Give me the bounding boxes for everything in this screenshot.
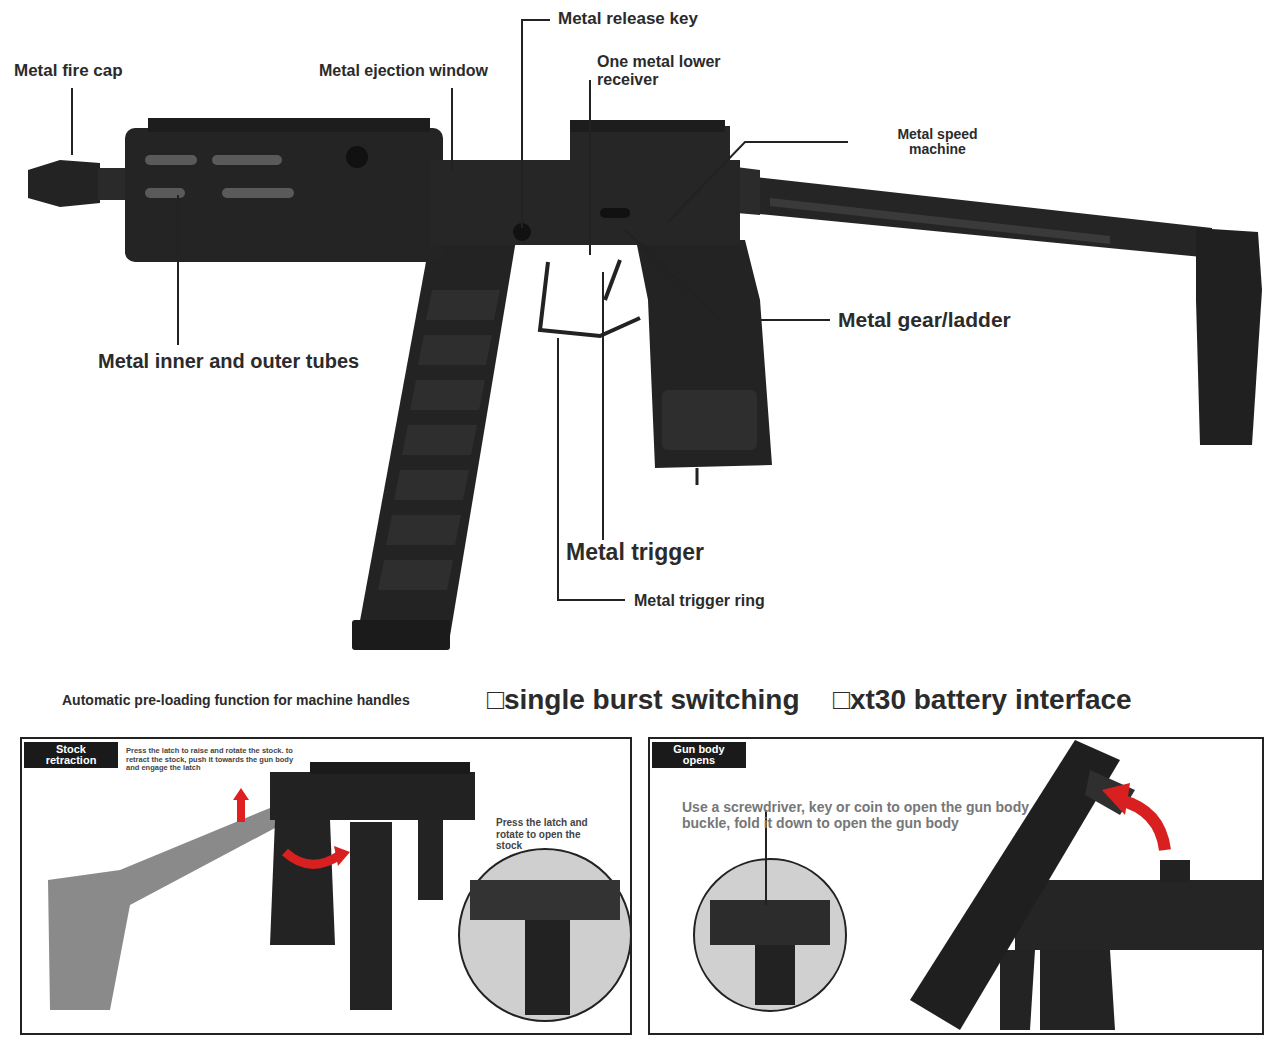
pistol-grip-part <box>696 468 699 485</box>
tab-heading: Gun body opens <box>659 744 739 766</box>
feature-heading: □xt30 battery interface <box>833 685 1132 716</box>
receiver-part <box>570 126 730 176</box>
folding-stock-part <box>738 175 1212 258</box>
magazine-part <box>355 240 516 648</box>
part-label: Metal gear/ladder <box>838 308 1011 331</box>
part-label: Metal fire cap <box>14 62 123 81</box>
handguard-part <box>28 160 100 207</box>
magazine-part <box>386 515 461 545</box>
part-label: Metal speed machine <box>880 127 995 158</box>
instruction-note: Use a screwdriver, key or coin to open t… <box>682 799 1042 831</box>
gun-body-opens-illustration-part <box>1160 860 1190 882</box>
leader-line-part <box>522 20 550 228</box>
panel-tab: Gun body opens <box>652 742 746 768</box>
magazine-part <box>410 380 485 410</box>
magazine-part <box>394 470 469 500</box>
leader-line-part <box>602 272 604 540</box>
leader-line-part <box>625 230 830 320</box>
folding-stock-part <box>770 198 1110 244</box>
receiver <box>430 120 740 245</box>
gun-body-opens-illustration-part <box>1000 950 1035 1030</box>
handguard-part <box>212 155 282 165</box>
stock-retraction-illustration <box>48 762 631 1021</box>
leader-line-part <box>668 142 848 222</box>
feature-note: Automatic pre-loading function for machi… <box>62 693 410 708</box>
gun-body-opens-illustration-part <box>1120 800 1165 850</box>
stock-retraction-illustration-part <box>459 849 631 1021</box>
stock-retraction-illustration-part <box>48 808 290 1010</box>
handguard-part <box>222 188 294 198</box>
handguard <box>28 118 443 262</box>
part-label: One metal lower receiver <box>597 53 747 88</box>
trigger-guard-part <box>540 262 640 336</box>
stock-retraction-illustration-part <box>350 822 392 1010</box>
leader-line-part <box>589 80 591 255</box>
trigger-guard-part <box>605 260 620 300</box>
feature-heading: □single burst switching <box>487 685 800 716</box>
handguard-part <box>346 146 368 168</box>
stock-retraction-illustration-part <box>310 762 470 774</box>
folding-stock <box>720 165 1262 445</box>
trigger-guard <box>540 260 640 336</box>
instruction-panel: Use a screwdriver, key or coin to open t… <box>648 737 1264 1035</box>
part-label: Metal release key <box>558 10 698 29</box>
stock-retraction-illustration-part <box>270 772 475 820</box>
magazine-part <box>378 560 453 590</box>
handguard-part <box>148 118 430 132</box>
gun-body-opens-illustration-part <box>755 945 795 1005</box>
stock-retraction-illustration-part <box>270 820 335 945</box>
handguard-part <box>145 155 197 165</box>
gun-body-opens-illustration-part <box>1040 950 1115 1030</box>
stock-retraction-illustration-part <box>525 920 570 1015</box>
folding-stock-part <box>1196 228 1262 445</box>
stock-retraction-illustration-part <box>285 852 340 864</box>
pistol-grip-part <box>636 240 772 468</box>
handguard-part <box>125 128 443 262</box>
gun-body-opens-illustration-part <box>710 900 830 945</box>
part-label: Metal inner and outer tubes <box>98 350 359 372</box>
gun-body-opens-illustration-part <box>1102 783 1130 815</box>
magazine-part <box>426 290 500 320</box>
panel-tab: Stock retraction <box>24 742 118 768</box>
pistol-grip <box>636 240 772 485</box>
gun-body-opens-illustration-part <box>1015 880 1264 950</box>
gun-body-opens-illustration-part <box>694 859 846 1011</box>
leader-line <box>72 20 848 600</box>
instruction-note: Press the latch to raise and rotate the … <box>126 747 298 773</box>
leader-line-part <box>71 88 73 155</box>
receiver-part <box>600 208 630 218</box>
part-label: Metal trigger ring <box>634 592 765 610</box>
magazine-part <box>352 620 450 650</box>
stock-retraction-illustration-part <box>334 846 350 866</box>
stock-retraction-illustration-part <box>418 820 443 900</box>
magazine-part <box>402 425 477 455</box>
stock-retraction-illustration-part <box>233 788 249 822</box>
leader-line-part <box>177 195 179 345</box>
stock-retraction-illustration-part <box>470 880 620 920</box>
tab-heading: Stock retraction <box>31 744 111 766</box>
pistol-grip-part <box>662 390 757 450</box>
gun-body-opens-illustration <box>694 740 1264 1030</box>
instruction-note: Press the latch and rotate to open the s… <box>496 817 608 852</box>
magazine-part <box>418 335 492 365</box>
leader-line-part <box>451 88 453 170</box>
magazine <box>352 240 516 650</box>
part-label: Metal trigger <box>566 540 704 565</box>
receiver-part <box>570 120 725 132</box>
part-label: Metal ejection window <box>319 62 488 80</box>
instruction-panel: Press the latch to raise and rotate the … <box>20 737 632 1035</box>
